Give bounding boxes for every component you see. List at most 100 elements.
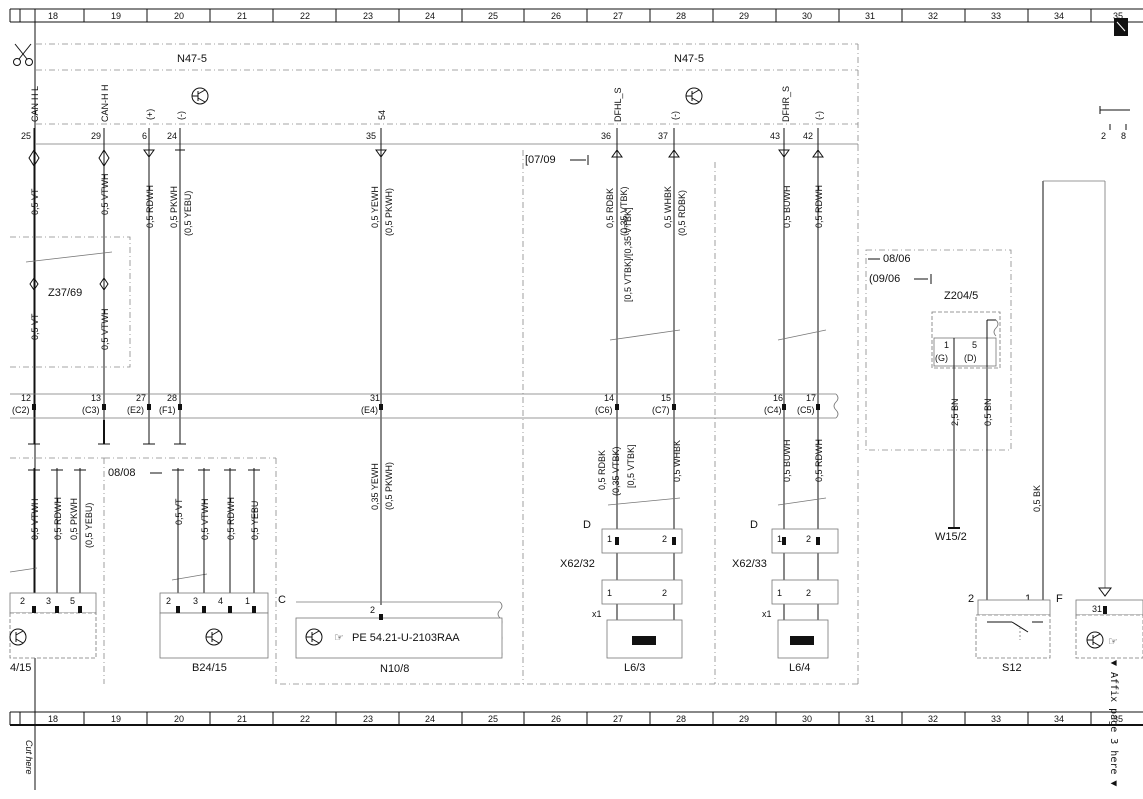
grid-label-bottom: 20 xyxy=(174,714,184,724)
grid-label-bottom: 22 xyxy=(300,714,310,724)
transistor-icon xyxy=(205,628,223,646)
pin-number: 16 xyxy=(773,393,783,403)
pin-number: 2 xyxy=(662,588,667,598)
pin-label: (G) xyxy=(935,353,948,363)
wire-label: 0,5 RDWH xyxy=(814,185,824,228)
module-label-n10: N10/8 xyxy=(380,663,409,675)
lower-left-wires xyxy=(28,468,260,600)
pin-number: 1 xyxy=(777,534,782,544)
connector-code: x1 xyxy=(592,609,602,619)
grid-label-bottom: 19 xyxy=(111,714,121,724)
pin-number: 3 xyxy=(46,596,51,606)
grid-bottom-bar: 18 19 20 21 22 23 24 25 26 27 28 29 30 3… xyxy=(9,711,1143,726)
pin-number: 4 xyxy=(218,596,223,606)
page-icon xyxy=(1114,18,1128,36)
region-letter: C xyxy=(278,594,286,606)
pin-number: 2 xyxy=(806,588,811,598)
pin-number: 1 xyxy=(1025,593,1031,605)
grid-label-top: 27 xyxy=(613,11,623,21)
pin-number: 28 xyxy=(167,393,177,403)
wire-label: (0,5 PKWH) xyxy=(384,462,394,510)
grid-label-top: 19 xyxy=(111,11,121,21)
connector-code: x1 xyxy=(762,609,772,619)
wire-label: 0,5 VTWH xyxy=(100,173,110,215)
grid-label-bottom: 18 xyxy=(48,714,58,724)
pin-number: 1 xyxy=(777,588,782,598)
pin-number: 29 xyxy=(91,131,101,141)
grid-label-top: 31 xyxy=(865,11,875,21)
connector-n10-8: 0,35 YEWH (0,5 PKWH) 2 ☞ PE 54.21-U-2103… xyxy=(295,462,503,675)
module-label-x62-32: X62/32 xyxy=(560,558,595,570)
grid-label-bottom: 34 xyxy=(1054,714,1064,724)
pin-number: 37 xyxy=(658,131,668,141)
connector-split-line xyxy=(10,393,839,419)
date-mark: (09/06 xyxy=(869,273,900,285)
grid-label-top: 24 xyxy=(425,11,435,21)
grid-label-top: 35 xyxy=(1113,11,1123,21)
pin-label: (D) xyxy=(964,353,977,363)
pin-number: 27 xyxy=(136,393,146,403)
wire-label: 0,5 VTWH xyxy=(100,308,110,350)
signal-label: DFHR_S xyxy=(781,86,791,122)
wire-pin-43 xyxy=(778,128,790,640)
wire-label: 0,5 VTWH xyxy=(30,498,40,540)
module-label-x62-33: X62/33 xyxy=(732,558,767,570)
signal-label: (-) xyxy=(670,111,680,120)
grid-label-top: 30 xyxy=(802,11,812,21)
scissors-icon xyxy=(13,43,33,66)
wire-label: 0,5 RDWH xyxy=(226,497,236,540)
connector-4-15: 2 3 5 4/15 xyxy=(9,592,97,674)
pin-number: 2 xyxy=(806,534,811,544)
connector-stub-right xyxy=(1099,106,1130,130)
grid-label-bottom: 23 xyxy=(363,714,373,724)
top-signal-labels: CAN-H L CAN-H H (+) (-) 54 DFHL_S (-) DF… xyxy=(30,85,824,123)
signal-label: (-) xyxy=(814,111,824,120)
connector-b24-15: 2 3 4 1 B24/15 C xyxy=(159,592,286,674)
connector-code: (E4) xyxy=(361,405,378,415)
wire-label: (0,35 VTBK) xyxy=(611,446,621,496)
pin-number: 2 xyxy=(1101,131,1106,141)
wire-label: 0,5 WHBK xyxy=(663,186,673,228)
lower-region-borders xyxy=(10,145,859,685)
cut-here-label: Cut here xyxy=(24,740,34,775)
wire-can-l xyxy=(28,128,40,444)
region-letter: F xyxy=(1056,593,1063,605)
wire-label: 0,5 VT xyxy=(30,188,40,215)
pe-reference: PE 54.21-U-2103RAA xyxy=(352,632,460,644)
pin-number: 35 xyxy=(366,131,376,141)
pin-number: 25 xyxy=(21,131,31,141)
upper-wire-labels: 0,5 VT 0,5 VTWH 0,5 RDWH 0,5 PKWH (0,5 Y… xyxy=(30,173,824,302)
wire-can-h xyxy=(98,128,110,444)
grid-label-bottom: 29 xyxy=(739,714,749,724)
grid-label-top: 20 xyxy=(174,11,184,21)
wire-label: [0,5 VTBK] xyxy=(626,444,636,488)
wire-pin-37 xyxy=(668,128,680,640)
grid-label-top: 33 xyxy=(991,11,1001,21)
grid-label-top: 34 xyxy=(1054,11,1064,21)
connector-code: (C6) xyxy=(595,405,613,415)
grid-label-top: 25 xyxy=(488,11,498,21)
pin-number: 31 xyxy=(1092,604,1102,614)
pin-number: 42 xyxy=(803,131,813,141)
pin-number: 5 xyxy=(70,596,75,606)
wire-label: 0,5 RDBK xyxy=(597,450,607,490)
wire-label: 0,5 RDWH xyxy=(814,439,824,482)
module-label-n47-right: N47-5 xyxy=(674,53,704,65)
component-l6-4: L6/4 xyxy=(777,619,829,674)
connector-x62-32: D 1 2 X62/32 1 2 x1 xyxy=(560,519,683,619)
wire-label: 0,5 VT xyxy=(174,498,184,525)
pin-number: 36 xyxy=(601,131,611,141)
grid-label-bottom: 26 xyxy=(551,714,561,724)
wire-label: 0,5 VTWH xyxy=(200,498,210,540)
grid-label-bottom: 32 xyxy=(928,714,938,724)
grid-label-bottom: 21 xyxy=(237,714,247,724)
pin-number: 1 xyxy=(944,340,949,350)
pin-number: 2 xyxy=(370,605,375,615)
wire-pin-6 xyxy=(143,128,155,444)
grid-label-bottom: 27 xyxy=(613,714,623,724)
split-pin-numbers: 12 (C2) 13 (C3) 27 (E2) 28 (F1) 31 (E4) … xyxy=(12,393,816,415)
grid-label-bottom: 30 xyxy=(802,714,812,724)
pin-number: 14 xyxy=(604,393,614,403)
region-letter: D xyxy=(583,519,591,531)
date-mark: 08/08 xyxy=(108,467,136,479)
